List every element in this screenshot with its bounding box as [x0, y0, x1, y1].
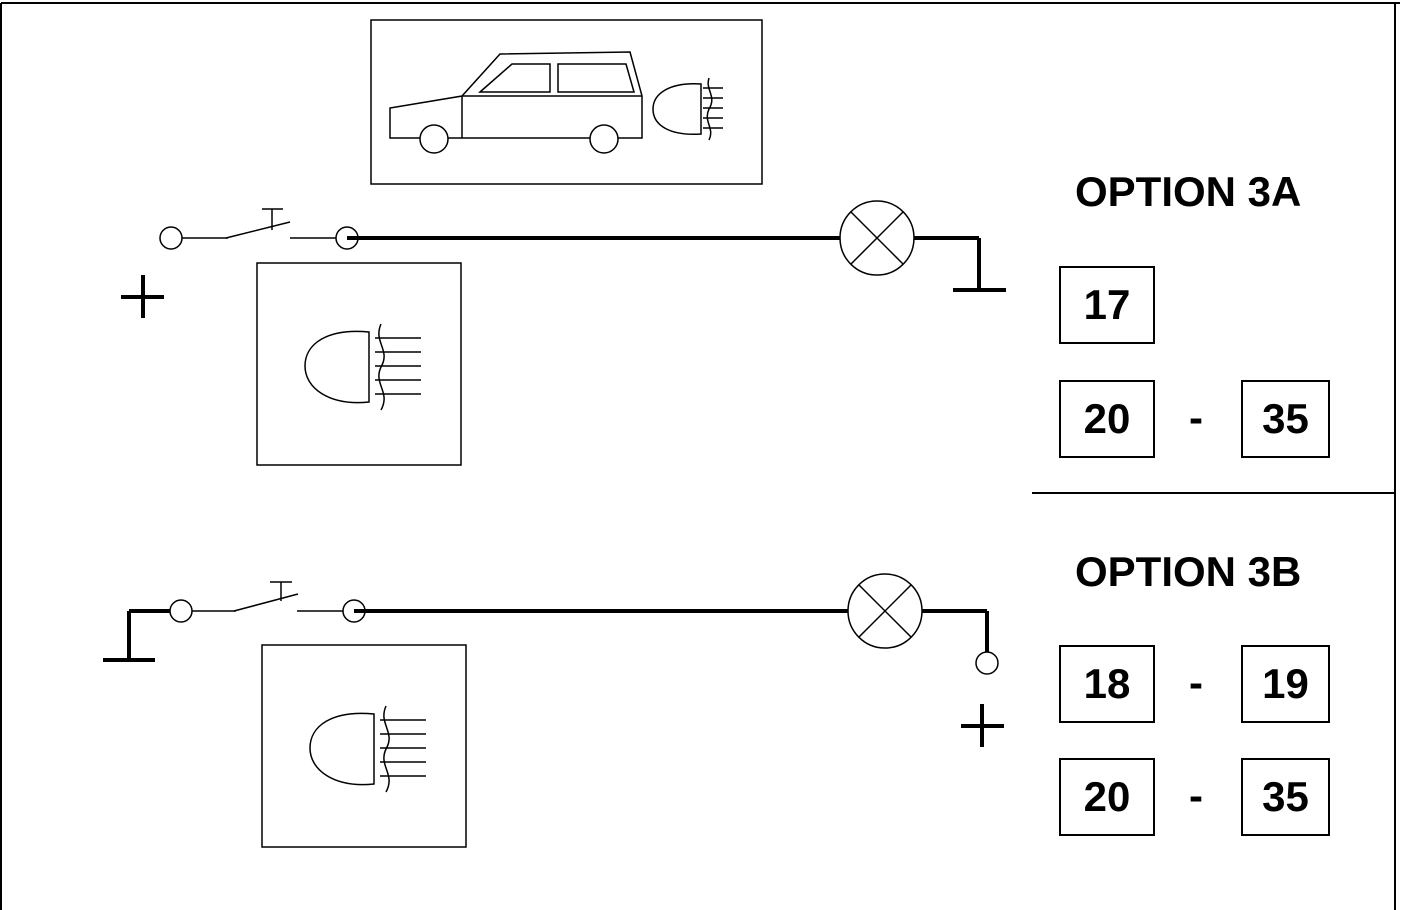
- fog-lamp-panel: [261, 644, 467, 848]
- code-box: 20: [1059, 380, 1155, 458]
- range-separator: -: [1189, 772, 1203, 819]
- fog-lamp-icon: [652, 77, 723, 141]
- code-box: 17: [1059, 266, 1155, 344]
- fog-lamp-icon: [309, 705, 426, 793]
- vehicle-icon: [370, 19, 763, 185]
- code-box: 35: [1241, 380, 1330, 458]
- code-box: 35: [1241, 758, 1330, 836]
- plus-terminal-icon: [159, 226, 228, 250]
- switch-icon: [169, 581, 366, 623]
- circuit-3b: [103, 573, 1004, 848]
- plus-terminal-icon: [922, 609, 999, 675]
- ground-icon: [103, 609, 170, 662]
- range-separator: -: [1189, 394, 1203, 441]
- option-3b-title: OPTION 3B: [1075, 548, 1302, 595]
- lamp-icon: [839, 200, 915, 276]
- code-box: 19: [1241, 645, 1330, 723]
- code-box: 20: [1059, 758, 1155, 836]
- plus-sign: [961, 704, 1004, 747]
- fog-lamp-panel: [256, 262, 462, 466]
- circuit-3a: [121, 200, 1006, 466]
- switch-icon: [225, 208, 359, 250]
- range-separator: -: [1189, 659, 1203, 706]
- ground-icon: [914, 236, 1006, 292]
- code-box: 18: [1059, 645, 1155, 723]
- plus-sign: [121, 275, 164, 318]
- fog-lamp-icon: [304, 323, 421, 411]
- option-3a-title: OPTION 3A: [1075, 168, 1302, 215]
- lamp-icon: [847, 573, 923, 649]
